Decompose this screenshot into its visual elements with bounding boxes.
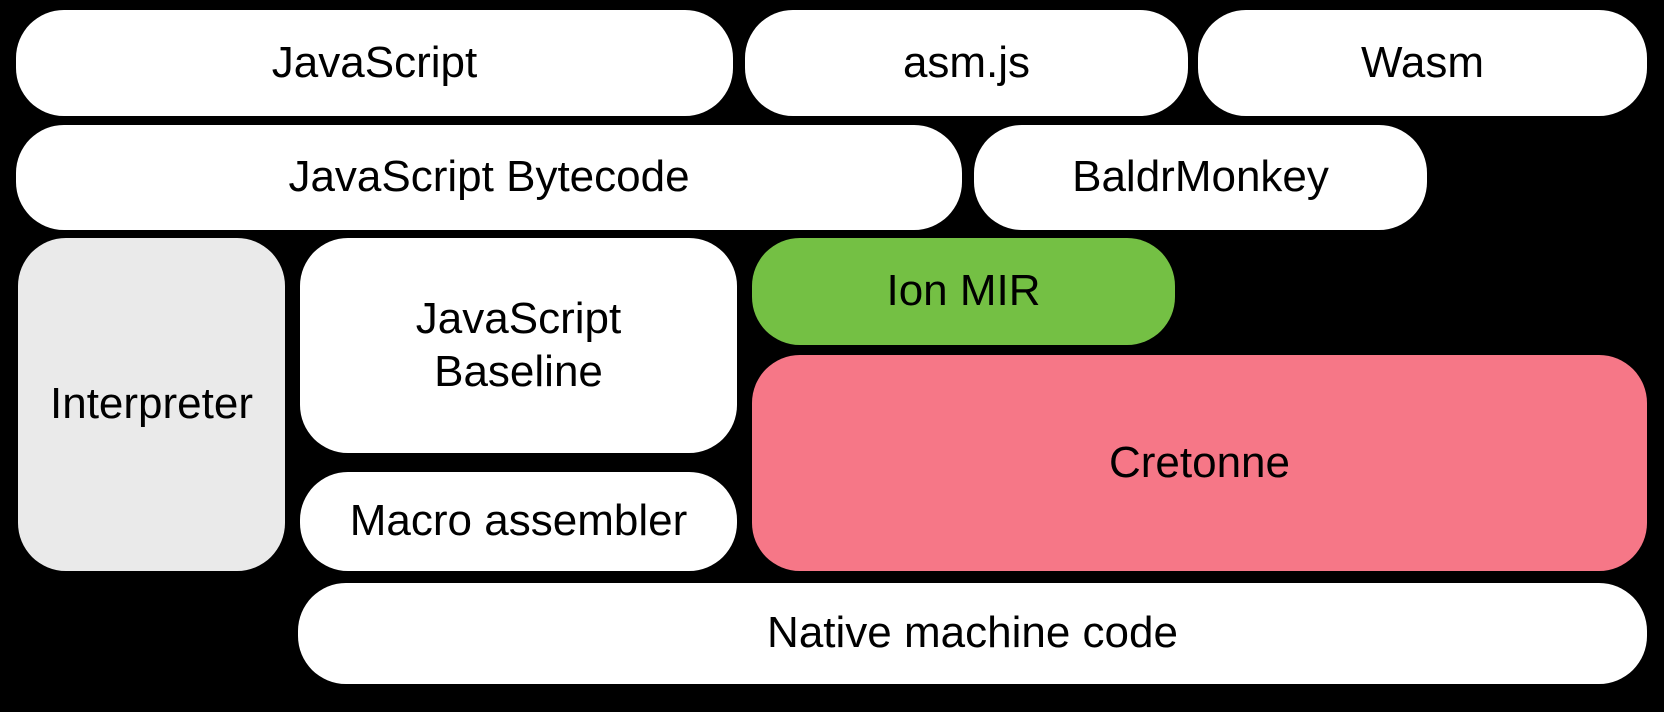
box-baldrmonkey-label: BaldrMonkey <box>1072 152 1329 202</box>
box-asmjs-label: asm.js <box>902 37 1031 87</box>
box-javascript-label: JavaScript <box>271 37 478 87</box>
box-javascript-bytecode-label: JavaScript Bytecode <box>288 152 690 202</box>
box-macro-assembler-label: Macro assembler <box>349 496 688 546</box>
box-cretonne: Cretonne <box>752 355 1647 571</box>
box-native-machine-code: Native machine code <box>298 583 1647 684</box>
box-asmjs: asm.js <box>745 10 1188 116</box>
box-javascript-bytecode: JavaScript Bytecode <box>16 125 962 230</box>
box-ion-mir-label: Ion MIR <box>886 266 1041 316</box>
box-wasm-label: Wasm <box>1360 37 1485 87</box>
box-javascript-baseline: JavaScript Baseline <box>300 238 737 453</box>
box-javascript-baseline-label: JavaScript Baseline <box>415 293 622 396</box>
box-wasm: Wasm <box>1198 10 1647 116</box>
box-baldrmonkey: BaldrMonkey <box>974 125 1427 230</box>
box-javascript: JavaScript <box>16 10 733 116</box>
box-cretonne-label: Cretonne <box>1108 437 1290 487</box>
box-ion-mir: Ion MIR <box>752 238 1175 345</box>
box-macro-assembler: Macro assembler <box>300 472 737 571</box>
box-interpreter: Interpreter <box>18 238 285 571</box>
box-interpreter-label: Interpreter <box>50 379 253 429</box>
box-native-machine-code-label: Native machine code <box>767 608 1178 658</box>
